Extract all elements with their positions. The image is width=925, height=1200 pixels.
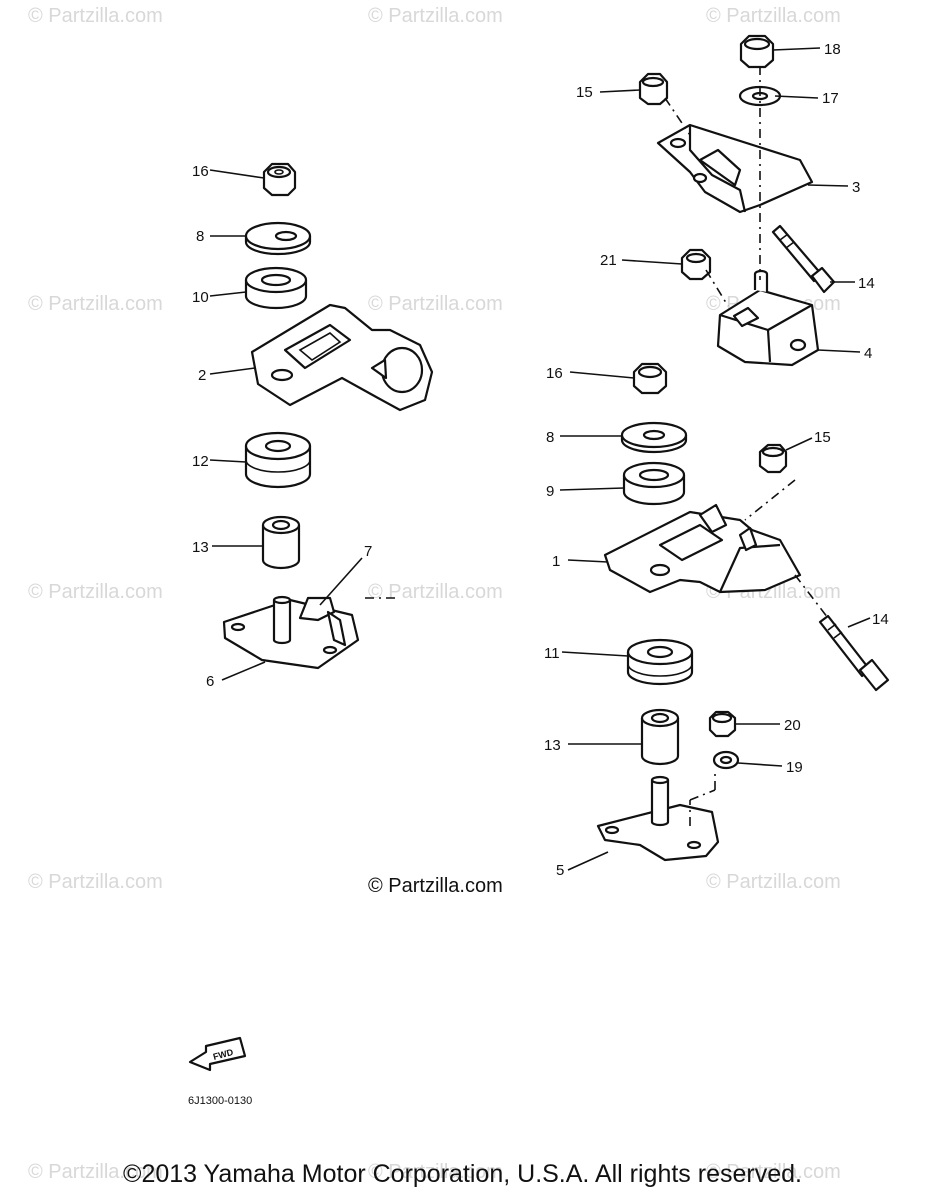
leader-lines: [209, 47, 871, 871]
callout-8: 8: [196, 228, 204, 245]
part-1-bracket-right: [603, 503, 802, 594]
callout-16: 16: [546, 365, 563, 382]
watermark: © Partzilla.com: [28, 5, 163, 27]
watermark: © Partzilla.com: [368, 1161, 503, 1183]
part-16-nut-right: [632, 362, 668, 395]
callout-21: 21: [600, 252, 617, 269]
callout-14: 14: [858, 275, 875, 292]
part-13-collar-left: [261, 515, 301, 570]
callout-2: 2: [198, 367, 206, 384]
callout-1: 1: [552, 553, 560, 570]
part-18-nut: [739, 34, 775, 69]
part-19-washer: [712, 750, 740, 770]
part-8-washer-right: [620, 421, 688, 454]
callout-8: 8: [546, 429, 554, 446]
watermark: © Partzilla.com: [368, 5, 503, 27]
part-15-nut-top: [638, 72, 669, 106]
part-9-rubber-right: [622, 461, 686, 506]
watermark: © Partzilla.com: [706, 1161, 841, 1183]
part-3-bracket-upper: [656, 123, 814, 214]
part-2-bracket-left: [250, 303, 434, 412]
watermark: © Partzilla.com: [28, 293, 163, 315]
callout-13: 13: [544, 737, 561, 754]
part-11-grommet-right: [626, 638, 694, 686]
fwd-arrow-icon: FWD: [188, 1036, 247, 1072]
callout-3: 3: [852, 179, 860, 196]
part-12-grommet-left: [244, 431, 312, 489]
callout-19: 19: [786, 759, 803, 776]
part-5-plate-right: [596, 775, 720, 862]
callout-18: 18: [824, 41, 841, 58]
callout-16: 16: [192, 163, 209, 180]
assembly-guides: [365, 66, 829, 826]
callout-4: 4: [864, 345, 872, 362]
part-10-rubber-left: [244, 266, 308, 310]
callouts: 16 8 10 2 12 13 7 6 15 17 18 3 21 14 4 1…: [192, 41, 889, 879]
part-16-nut-left: [262, 162, 297, 197]
part-13-collar-right: [640, 708, 680, 766]
watermark: © Partzilla.com: [368, 293, 503, 315]
callout-12: 12: [192, 453, 209, 470]
part-15-nut-right: [758, 443, 788, 474]
callout-20: 20: [784, 717, 801, 734]
callout-14: 14: [872, 611, 889, 628]
callout-9: 9: [546, 483, 554, 500]
callout-13: 13: [192, 539, 209, 556]
part-4-mount-block: [716, 269, 820, 367]
callout-10: 10: [192, 289, 209, 306]
part-8-washer-left: [244, 221, 312, 256]
part-21-nut: [680, 248, 712, 281]
part-6-plate-left: [222, 595, 360, 670]
callout-17: 17: [822, 90, 839, 107]
callout-5: 5: [556, 862, 564, 879]
copyright-notice: ©2013 Yamaha Motor Corporation, U.S.A. A…: [123, 1160, 802, 1188]
part-20-nut: [708, 710, 737, 738]
part-14-bolt-lower: [818, 614, 890, 692]
watermark: © Partzilla.com: [28, 581, 163, 603]
watermark: © Partzilla.com: [28, 871, 163, 893]
watermark: © Partzilla.com: [28, 1161, 163, 1183]
diagram-code: 6J1300-0130: [188, 1095, 252, 1107]
callout-11: 11: [544, 645, 560, 662]
part-14-bolt-upper: [771, 224, 836, 294]
callout-15: 15: [814, 429, 831, 446]
watermark-center: © Partzilla.com: [368, 875, 503, 897]
watermark: © Partzilla.com: [368, 581, 503, 603]
callout-7: 7: [364, 543, 372, 560]
callout-15: 15: [576, 84, 593, 101]
watermark: © Partzilla.com: [706, 871, 841, 893]
watermark: © Partzilla.com: [706, 5, 841, 27]
callout-6: 6: [206, 673, 214, 690]
